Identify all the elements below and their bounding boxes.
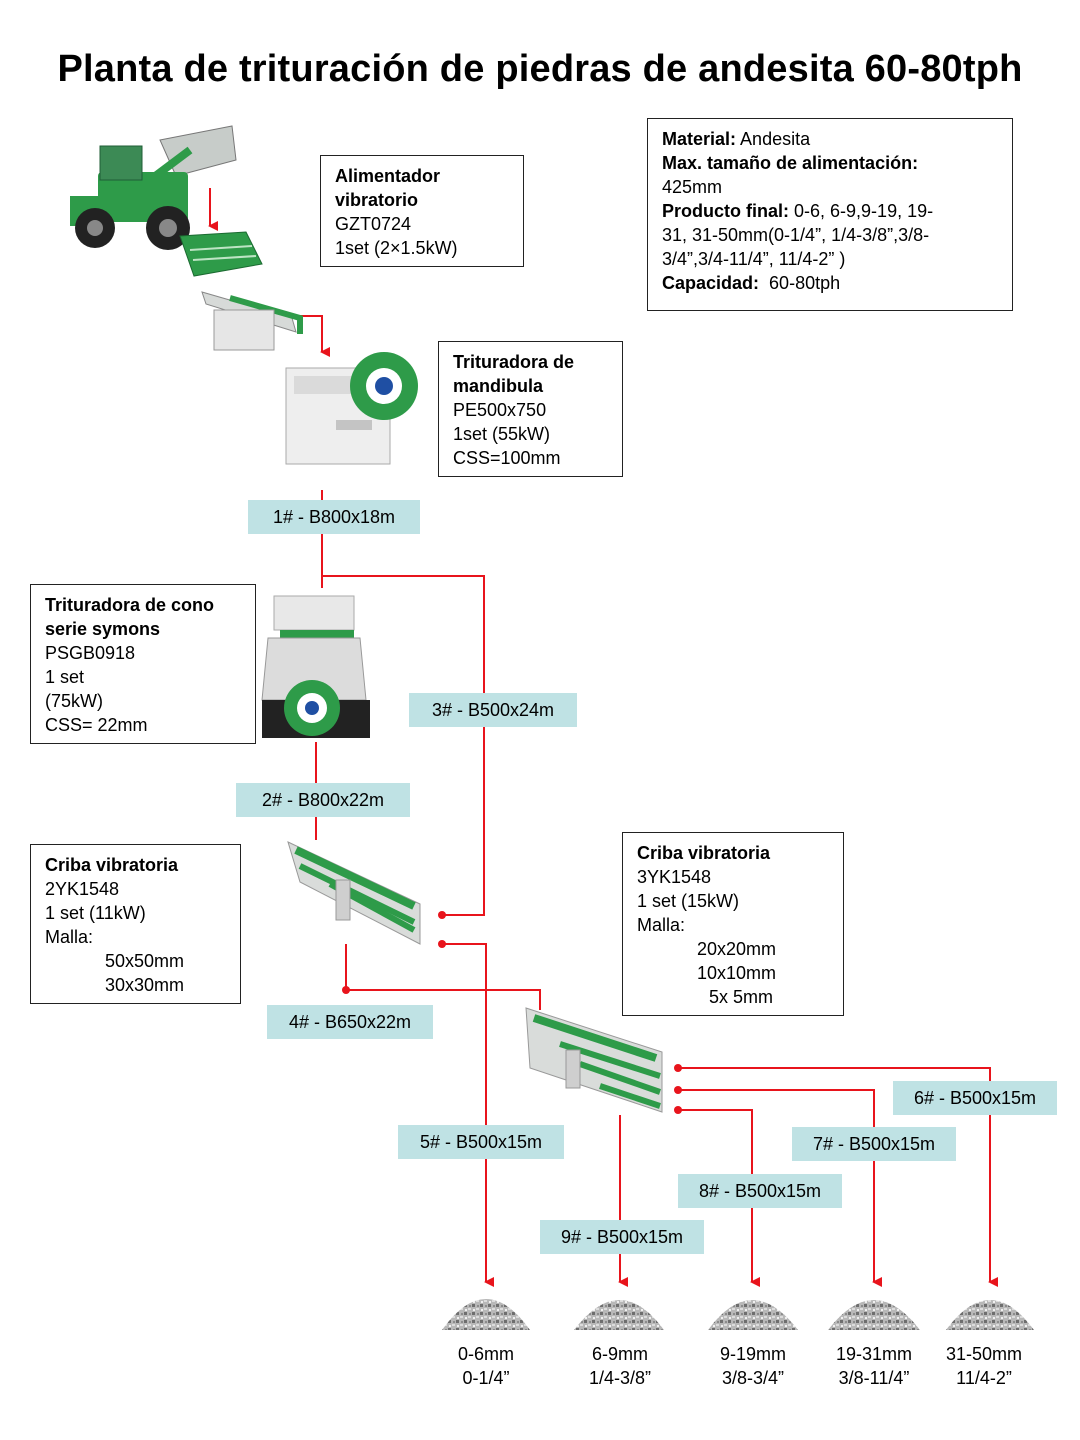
product-label: 31-50mm 11/4-2” — [924, 1342, 1044, 1390]
jaw-qty: 1set (55kW) — [453, 424, 551, 444]
capacity-label: Capacidad: — [662, 273, 760, 293]
page-title: Planta de trituración de piedras de ande… — [57, 48, 1023, 90]
screen-2-model: 3YK1548 — [637, 867, 712, 887]
jaw-crusher-icon — [285, 352, 418, 465]
product-label: 6-9mm 1/4-3/8” — [560, 1342, 680, 1390]
product-inch: 3/8-3/4” — [721, 1368, 785, 1388]
screen-2-mesh-2: 10x10mm — [697, 963, 777, 983]
connection-dots — [342, 911, 682, 1114]
screen-2-qty: 1 set (15kW) — [637, 891, 740, 911]
product-value-1: 0-6, 6-9,9-19, 19- — [794, 201, 934, 221]
screen-1-name: Criba vibratoria — [45, 855, 179, 875]
screen-1-info-box: Criba vibratoria 2YK1548 1 set (11kW) Ma… — [30, 844, 241, 1004]
feeder-name-2: vibratorio — [335, 190, 419, 210]
material-label: Material: — [662, 129, 737, 149]
product-inch: 0-1/4” — [462, 1368, 510, 1388]
product-label: 19-31mm 3/8-11/4” — [814, 1342, 934, 1390]
belt-3-line — [322, 575, 485, 916]
jaw-name-1: Trituradora de — [453, 352, 575, 372]
product-size: 31-50mm — [945, 1344, 1023, 1364]
belt-label-2: 2# - B800x22m — [236, 783, 410, 817]
belt-label-8: 8# - B500x15m — [678, 1174, 842, 1208]
belt-label-9: 9# - B500x15m — [540, 1220, 704, 1254]
product-inch: 1/4-3/8” — [588, 1368, 652, 1388]
feeder-qty: 1set (2×1.5kW) — [335, 238, 458, 258]
vibrating-screen-1-icon — [287, 841, 421, 945]
feed-size-label: Max. tamaño de alimentación: — [662, 153, 919, 173]
product-inch: 11/4-2” — [956, 1368, 1012, 1388]
screen-2-info-box: Criba vibratoria 3YK1548 1 set (15kW) Ma… — [622, 832, 844, 1016]
feeder-name-1: Alimentador — [335, 166, 441, 186]
belt-label-1: 1# - B800x18m — [248, 500, 420, 534]
product-size: 6-9mm — [591, 1344, 648, 1364]
feeder-info-box: Alimentador vibratorio GZT0724 1set (2×1… — [320, 155, 524, 267]
belt-label-3: 3# - B500x24m — [409, 693, 577, 727]
product-label: 9-19mm 3/8-3/4” — [693, 1342, 813, 1390]
screen-2-name: Criba vibratoria — [637, 843, 771, 863]
belt-4-line — [345, 944, 541, 1010]
product-size: 9-19mm — [719, 1344, 786, 1364]
belt-label-7: 7# - B500x15m — [792, 1127, 956, 1161]
product-size: 0-6mm — [457, 1344, 514, 1364]
screen-1-model: 2YK1548 — [45, 879, 120, 899]
cone-name-1: Trituradora de cono — [45, 595, 215, 615]
feeder-model: GZT0724 — [335, 214, 412, 234]
screen-2-mesh-1: 20x20mm — [697, 939, 777, 959]
feed-size-value: 425mm — [662, 177, 723, 197]
belt-8-line — [678, 1109, 760, 1287]
product-value-3: 3/4”,3/4-11/4”, 11/4-2” ) — [662, 249, 846, 269]
spec-box: Material: Andesita Max. tamaño de alimen… — [647, 118, 1013, 311]
material-value: Andesita — [740, 129, 811, 149]
screen-1-qty: 1 set (11kW) — [45, 903, 146, 923]
cone-qty: 1 set — [45, 667, 85, 687]
belt-label-4: 4# - B650x22m — [267, 1005, 433, 1039]
product-inch: 3/8-11/4” — [838, 1368, 910, 1388]
wheel-loader-icon — [70, 125, 237, 250]
jaw-css: CSS=100mm — [453, 448, 561, 468]
cone-crusher-info-box: Trituradora de cono serie symons PSGB091… — [30, 584, 256, 744]
cone-power: (75kW) — [45, 691, 103, 711]
cone-crusher-icon — [261, 595, 370, 738]
belt-5-line — [442, 943, 494, 1287]
capacity-value: 60-80tph — [769, 273, 841, 293]
cone-model: PSGB0918 — [45, 643, 136, 663]
screen-1-mesh-2: 30x30mm — [105, 975, 185, 995]
belt-6-line — [678, 1067, 998, 1287]
screen-2-mesh-label: Malla: — [637, 915, 686, 935]
cone-name-2: serie symons — [45, 619, 161, 639]
gravel-pile-icons — [442, 1299, 1034, 1330]
product-size: 19-31mm — [835, 1344, 913, 1364]
screen-2-mesh-3: 5x 5mm — [709, 987, 774, 1007]
cone-css: CSS= 22mm — [45, 715, 148, 735]
product-label: 0-6mm 0-1/4” — [426, 1342, 546, 1390]
screen-1-mesh-label: Malla: — [45, 927, 94, 947]
product-value-2: 31, 31-50mm(0-1/4”, 1/4-3/8”,3/8- — [662, 225, 930, 245]
jaw-name-2: mandibula — [453, 376, 544, 396]
jaw-crusher-info-box: Trituradora de mandibula PE500x750 1set … — [438, 341, 623, 477]
product-label: Producto final: — [662, 201, 789, 221]
vibrating-screen-2-icon — [525, 1007, 663, 1113]
vibrating-feeder-icon — [179, 231, 303, 351]
screen-1-mesh-1: 50x50mm — [105, 951, 185, 971]
belt-7-line — [678, 1089, 882, 1287]
jaw-model: PE500x750 — [453, 400, 547, 420]
belt-label-5: 5# - B500x15m — [398, 1125, 564, 1159]
belt-label-6: 6# - B500x15m — [893, 1081, 1057, 1115]
